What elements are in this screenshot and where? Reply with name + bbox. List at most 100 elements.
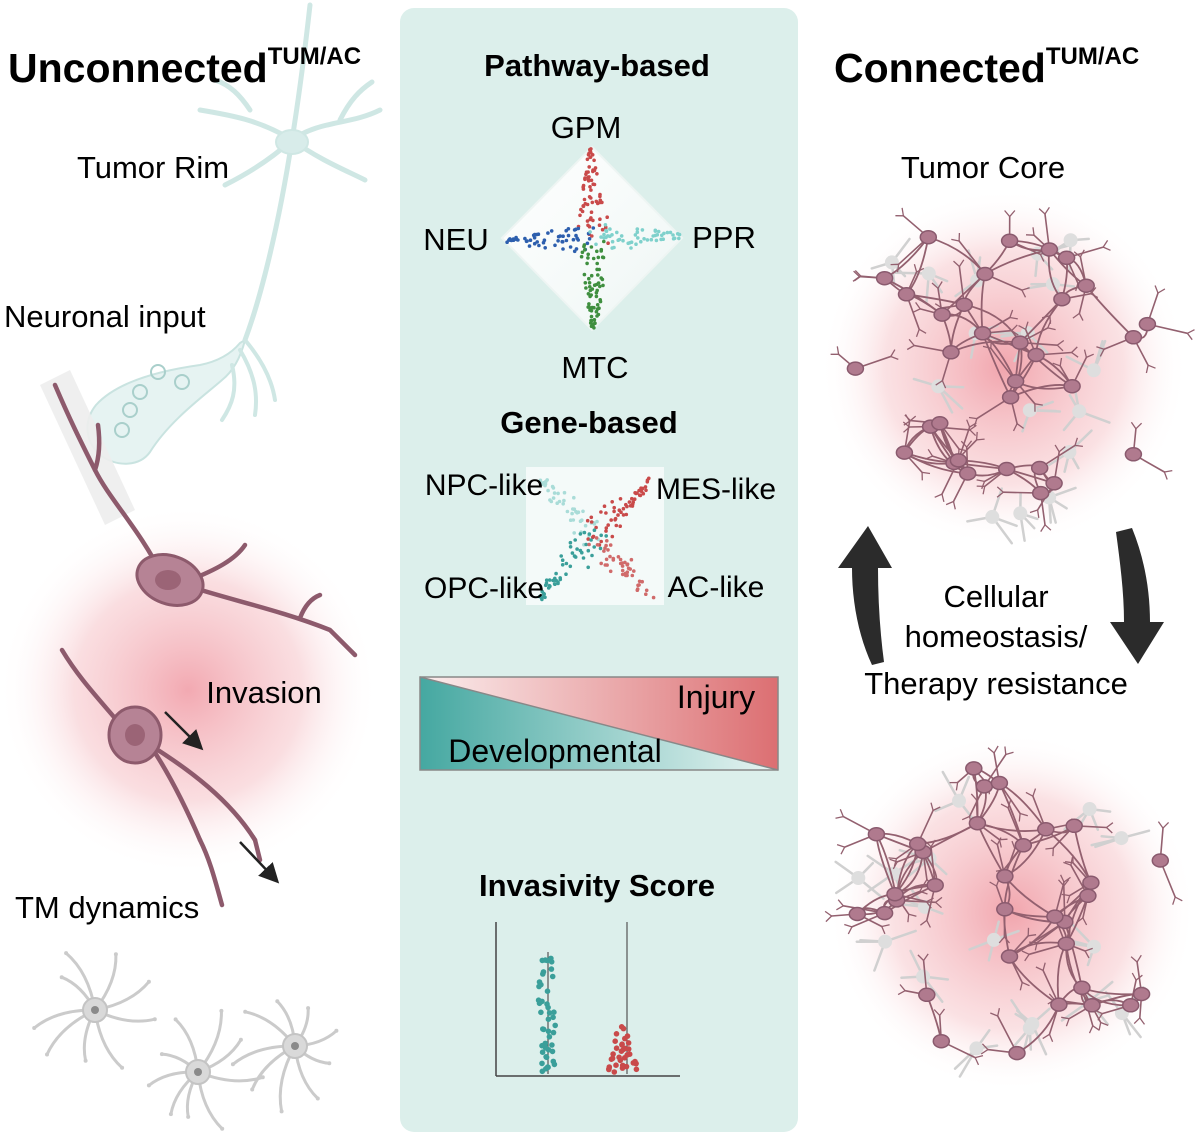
invasivity-dot-connected (549, 1048, 556, 1055)
astrocyte-endfoot (64, 951, 69, 956)
network-branch (921, 471, 931, 481)
pathway-dot-ppr (612, 245, 616, 250)
pathway-dot-gpm (592, 182, 597, 187)
state-gradient (419, 676, 779, 771)
network-branch (974, 1054, 984, 1066)
pathway-dot-mtc (589, 245, 594, 249)
network-branch (1038, 206, 1050, 215)
gene-dot-mes (614, 523, 619, 528)
gene-dot-mes (641, 491, 646, 496)
pathway-dot-neu (591, 226, 596, 230)
pathway-dot-neu (561, 234, 565, 238)
pathway-dot-mtc (596, 255, 601, 260)
network-branch (1133, 1017, 1146, 1025)
pathway-dot-mtc (592, 305, 596, 310)
gene-dot-mes (604, 529, 608, 533)
pathway-dot-neu (574, 227, 578, 232)
pathway-dot-neu (549, 229, 554, 233)
network-ghost-cell (1114, 831, 1129, 846)
network-branch (975, 431, 985, 441)
gene-dot-ac (624, 573, 628, 578)
pathway-dot-ppr (602, 232, 606, 237)
network-branch (824, 910, 833, 923)
gene-dot-mes (610, 534, 615, 539)
invasivity-dot-unconnected (613, 1062, 619, 1068)
network-branch (935, 380, 947, 389)
network-ghost-cell (1087, 939, 1101, 954)
network-cell (875, 905, 894, 921)
gene-dot-npc (571, 518, 576, 522)
invasivity-dot-connected (552, 1022, 558, 1029)
tm-arrow (239, 841, 280, 884)
gene-dot-opc (587, 532, 592, 536)
network-cell (1082, 875, 1100, 890)
cycle-label-line3: Therapy resistance (864, 666, 1128, 701)
pathway-dot-ppr (621, 238, 625, 243)
network-branch (1065, 854, 1074, 864)
network-cell (875, 270, 894, 286)
pathway-dot-ppr (635, 227, 640, 231)
pathway-dot-ppr (642, 237, 646, 241)
gene-label-mes: MES-like (656, 473, 776, 506)
network-cell (1014, 838, 1033, 853)
pathway-diamond (500, 145, 684, 332)
ghost-dendrite (238, 348, 259, 417)
pathway-axis-mtc: MTC (561, 350, 628, 385)
gene-dot-mes (602, 504, 607, 509)
pathway-axis-neu: NEU (423, 222, 488, 257)
pathway-dot-gpm (592, 158, 596, 163)
network-cell (933, 307, 951, 322)
astrocyte-endfoot (45, 1052, 49, 1057)
tumor-cell-process (147, 742, 203, 843)
pathway-dot-ppr (594, 242, 598, 247)
ghost-neuron-branch (242, 137, 295, 343)
pathway-dot-neu (532, 236, 537, 240)
network-branch (1163, 469, 1173, 480)
pathway-axis-gpm: GPM (551, 110, 622, 145)
neuronal-input-label: Neuronal input (4, 299, 206, 334)
network-cell (965, 761, 983, 776)
network-cell (968, 815, 987, 831)
pathway-dot-mtc (589, 273, 594, 278)
network-branch (852, 270, 860, 282)
astrocyte-endfoot (260, 1075, 265, 1080)
gene-dot-mes (613, 516, 618, 521)
network-branch (1172, 896, 1183, 905)
pathway-dot-mtc (588, 285, 592, 289)
gene-dot-opc (552, 582, 557, 586)
invasivity-dot-connected (550, 1058, 557, 1065)
network-branch (890, 263, 900, 273)
gene-dot-mes (618, 497, 623, 501)
pathway-dot-mtc (598, 298, 602, 302)
gene-dot-mes (617, 508, 622, 512)
network-branch (1106, 822, 1114, 834)
network-branch (913, 264, 925, 273)
network-branch (1083, 349, 1094, 358)
pathway-dot-mtc (599, 249, 603, 253)
network-branch (903, 414, 911, 426)
astrocyte-endfoot (59, 975, 64, 980)
network-cell (897, 287, 916, 302)
gene-dot-opc (556, 581, 560, 586)
pathway-dot-gpm (581, 204, 585, 208)
invasivity-dot-unconnected (616, 1054, 622, 1061)
tumor-cell-nucleus (155, 570, 181, 590)
invasivity-dot-connected (551, 1009, 557, 1015)
invasivity-dot-connected (550, 1029, 557, 1036)
ghost-neuron-soma (275, 129, 309, 155)
left-title-main: Unconnected (8, 45, 268, 91)
network-branch (960, 440, 973, 448)
network-branch (925, 897, 934, 909)
pathway-dot-neu (514, 235, 518, 240)
tm-dynamics-label: TM dynamics (15, 890, 199, 925)
gene-dot-mes (644, 488, 648, 493)
pathway-dot-gpm (600, 227, 605, 232)
pathway-dot-mtc (587, 305, 591, 309)
gene-dot-opc (586, 565, 590, 570)
gene-dot-npc (595, 519, 599, 524)
pathway-dot-neu (556, 239, 560, 243)
pathway-dot-ppr (649, 237, 654, 242)
gene-dot-ac (644, 592, 648, 596)
network-branch (1034, 403, 1043, 412)
gene-dot-mes (589, 515, 594, 520)
